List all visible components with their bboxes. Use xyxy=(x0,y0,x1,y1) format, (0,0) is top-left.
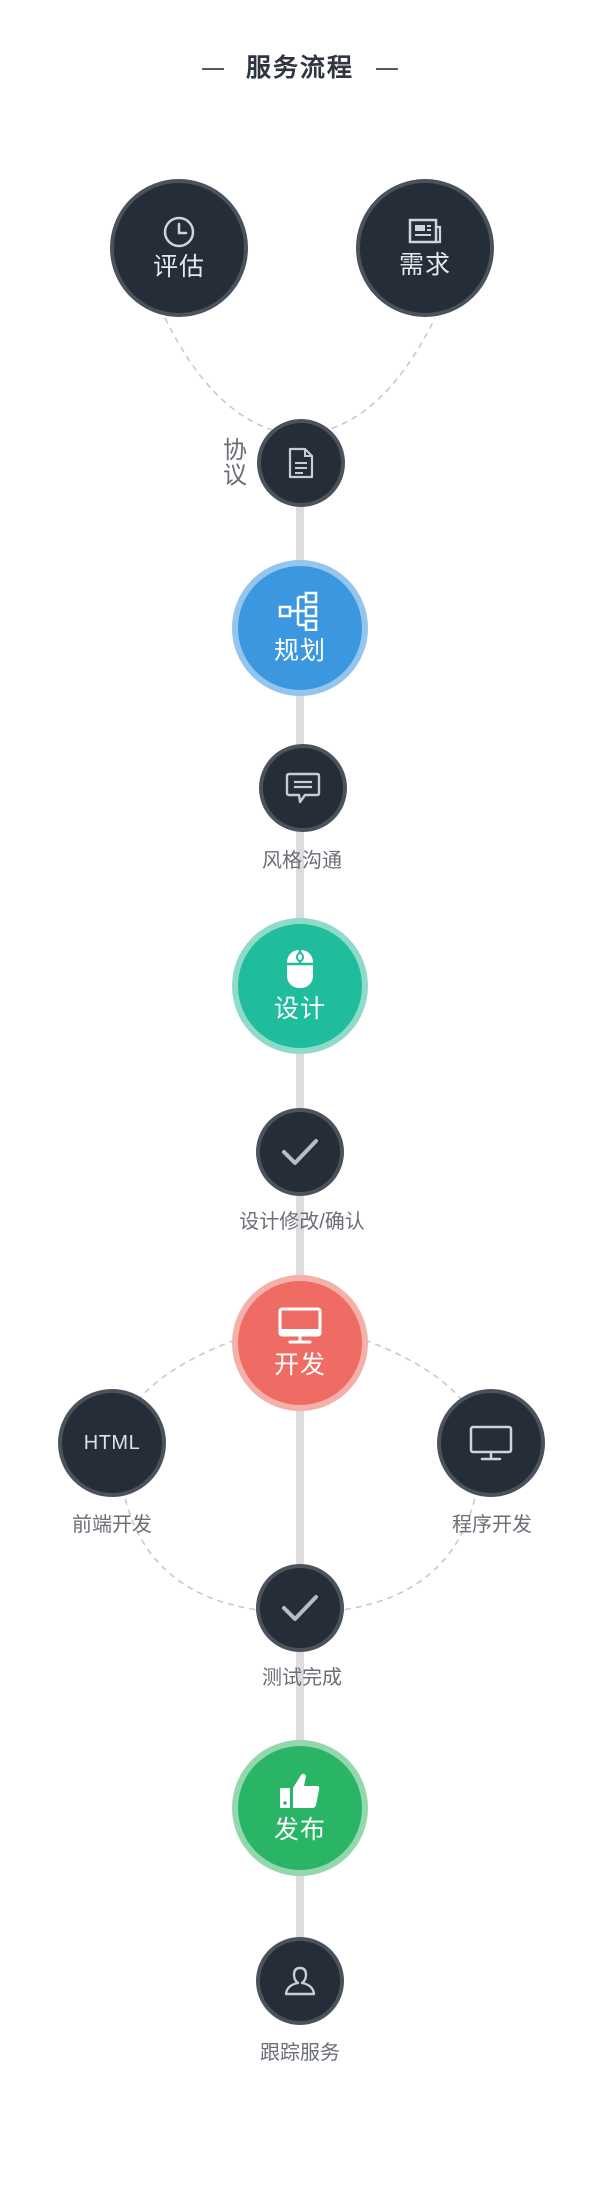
check-icon xyxy=(281,1593,319,1623)
frontend-caption: 前端开发 xyxy=(72,1514,152,1536)
node-planning: 规划 xyxy=(232,560,368,696)
title-left-line xyxy=(201,67,224,70)
node-label: 评估 xyxy=(152,253,205,281)
node-label: 发布 xyxy=(273,1816,326,1844)
news-icon xyxy=(408,217,442,247)
clock-icon xyxy=(162,215,196,249)
node-tracking xyxy=(256,1937,344,2025)
node-design-confirm xyxy=(256,1108,344,1196)
agreement-caption: 协议 xyxy=(223,437,247,489)
style-caption: 风格沟通 xyxy=(262,850,342,872)
node-label: 需求 xyxy=(398,251,451,279)
node-release: 发布 xyxy=(232,1740,368,1876)
sitemap-icon xyxy=(278,591,322,631)
node-design: 设计 xyxy=(232,918,368,1054)
node-agreement xyxy=(257,419,345,507)
node-label: 设计 xyxy=(273,995,326,1023)
test-caption: 测试完成 xyxy=(262,1667,342,1689)
thumbs-up-icon xyxy=(279,1772,321,1810)
node-requirement: 需求 xyxy=(356,179,494,317)
node-label: 规划 xyxy=(273,637,326,665)
title-right-line xyxy=(376,67,399,70)
tracking-caption: 跟踪服务 xyxy=(260,2042,340,2064)
monitor-icon xyxy=(278,1307,322,1345)
node-backend xyxy=(437,1389,545,1497)
node-evaluate: 评估 xyxy=(110,179,248,317)
document-icon xyxy=(288,447,314,479)
monitor-icon xyxy=(469,1424,513,1462)
html-text: HTML xyxy=(83,1431,141,1454)
user-icon xyxy=(283,1965,317,1997)
backend-caption: 程序开发 xyxy=(452,1514,532,1536)
check-icon xyxy=(281,1137,319,1167)
node-development: 开发 xyxy=(232,1275,368,1411)
chat-bubble-icon xyxy=(285,772,321,804)
node-frontend: HTML xyxy=(58,1389,166,1497)
node-style xyxy=(259,744,347,832)
dashed-arc-top xyxy=(164,317,436,436)
node-label: 开发 xyxy=(273,1351,326,1379)
design-confirm-caption: 设计修改/确认 xyxy=(239,1211,365,1233)
page-title: 服务流程 xyxy=(245,54,354,82)
title-block: 服务流程 xyxy=(0,48,600,84)
spine-line xyxy=(296,460,304,2000)
node-test xyxy=(256,1564,344,1652)
mouse-icon xyxy=(286,949,314,989)
